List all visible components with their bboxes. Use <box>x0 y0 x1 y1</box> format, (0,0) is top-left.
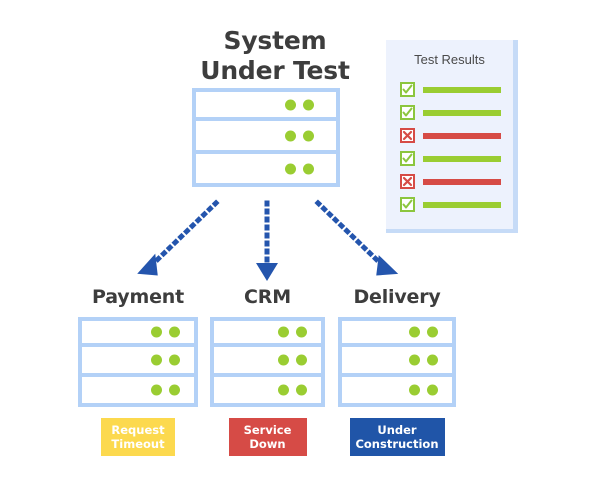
status-badge-delivery: Under Construction <box>349 418 445 456</box>
status-led-icon <box>169 354 180 366</box>
test-result-bar <box>423 86 501 93</box>
status-led-icon <box>296 384 307 396</box>
status-led-group <box>151 384 180 396</box>
service-crm-rack <box>210 317 325 407</box>
test-result-bar <box>423 178 501 185</box>
service-crm-label: CRM <box>244 286 291 308</box>
status-badge-line1: Service <box>243 423 292 437</box>
status-led-icon <box>303 163 314 174</box>
status-badge-line2: Construction <box>355 437 439 451</box>
test-result-row <box>386 193 513 216</box>
status-led-icon <box>296 326 307 338</box>
service-payment: Payment Request Timeout <box>78 286 198 456</box>
test-results-title: Test Results <box>414 52 485 67</box>
status-led-icon <box>285 163 296 174</box>
status-badge-payment: Request Timeout <box>101 418 175 456</box>
status-led-icon <box>278 326 289 338</box>
rack-unit <box>192 121 340 154</box>
status-led-group <box>409 384 438 396</box>
test-result-row <box>386 147 513 170</box>
checkbox-checked-icon <box>400 151 415 166</box>
status-led-icon <box>427 384 438 396</box>
page-title: System Under Test <box>160 26 390 86</box>
status-led-icon <box>285 130 296 141</box>
rack-unit <box>338 377 456 407</box>
rack-unit <box>78 347 198 377</box>
status-led-group <box>285 163 314 174</box>
status-led-icon <box>303 99 314 110</box>
checkbox-checked-icon <box>400 105 415 120</box>
status-led-icon <box>151 326 162 338</box>
status-led-icon <box>427 354 438 366</box>
status-led-group <box>409 354 438 366</box>
status-led-group <box>151 326 180 338</box>
status-led-icon <box>278 354 289 366</box>
rack-unit <box>210 317 325 347</box>
status-led-icon <box>303 130 314 141</box>
rack-unit <box>338 347 456 377</box>
test-result-row <box>386 101 513 124</box>
status-led-group <box>285 99 314 110</box>
status-badge-line1: Request <box>111 423 165 437</box>
status-led-icon <box>409 384 420 396</box>
status-led-group <box>151 354 180 366</box>
status-led-icon <box>409 354 420 366</box>
status-led-group <box>278 354 307 366</box>
checkbox-failed-icon <box>400 174 415 189</box>
service-delivery-label: Delivery <box>353 286 441 308</box>
status-badge-line2: Down <box>249 437 286 451</box>
rack-unit <box>192 88 340 121</box>
test-result-bar <box>423 155 501 162</box>
status-led-icon <box>151 384 162 396</box>
page-title-line1: System <box>223 26 327 55</box>
service-delivery: Delivery Under Construction <box>338 286 456 456</box>
status-led-icon <box>427 326 438 338</box>
status-led-icon <box>169 326 180 338</box>
status-led-icon <box>409 326 420 338</box>
status-led-icon <box>278 384 289 396</box>
checkbox-failed-icon <box>400 128 415 143</box>
service-payment-label: Payment <box>92 286 184 308</box>
status-led-group <box>278 384 307 396</box>
rack-unit <box>192 154 340 187</box>
status-led-icon <box>285 99 296 110</box>
service-delivery-rack <box>338 317 456 407</box>
rack-unit <box>210 377 325 407</box>
status-badge-line1: Under <box>377 423 417 437</box>
checkbox-checked-icon <box>400 82 415 97</box>
test-result-row <box>386 78 513 101</box>
test-result-bar <box>423 109 501 116</box>
status-led-group <box>285 130 314 141</box>
rack-unit <box>210 347 325 377</box>
rack-unit <box>78 317 198 347</box>
status-led-group <box>278 326 307 338</box>
status-led-icon <box>151 354 162 366</box>
status-led-icon <box>296 354 307 366</box>
status-led-icon <box>169 384 180 396</box>
page-title-line2: Under Test <box>200 56 350 85</box>
rack-unit <box>338 317 456 347</box>
test-results-list <box>386 78 513 216</box>
test-result-row <box>386 124 513 147</box>
test-result-bar <box>423 132 501 139</box>
test-results-panel: Test Results <box>386 40 518 233</box>
service-crm: CRM Service Down <box>210 286 325 456</box>
service-payment-rack <box>78 317 198 407</box>
arrow-to-crm <box>256 200 278 281</box>
test-result-bar <box>423 201 501 208</box>
arrow-to-payment <box>137 199 220 276</box>
system-under-test-rack <box>192 88 340 187</box>
rack-unit <box>78 377 198 407</box>
status-led-group <box>409 326 438 338</box>
status-badge-crm: Service Down <box>228 418 307 456</box>
test-result-row <box>386 170 513 193</box>
checkbox-checked-icon <box>400 197 415 212</box>
status-badge-line2: Timeout <box>111 437 165 451</box>
